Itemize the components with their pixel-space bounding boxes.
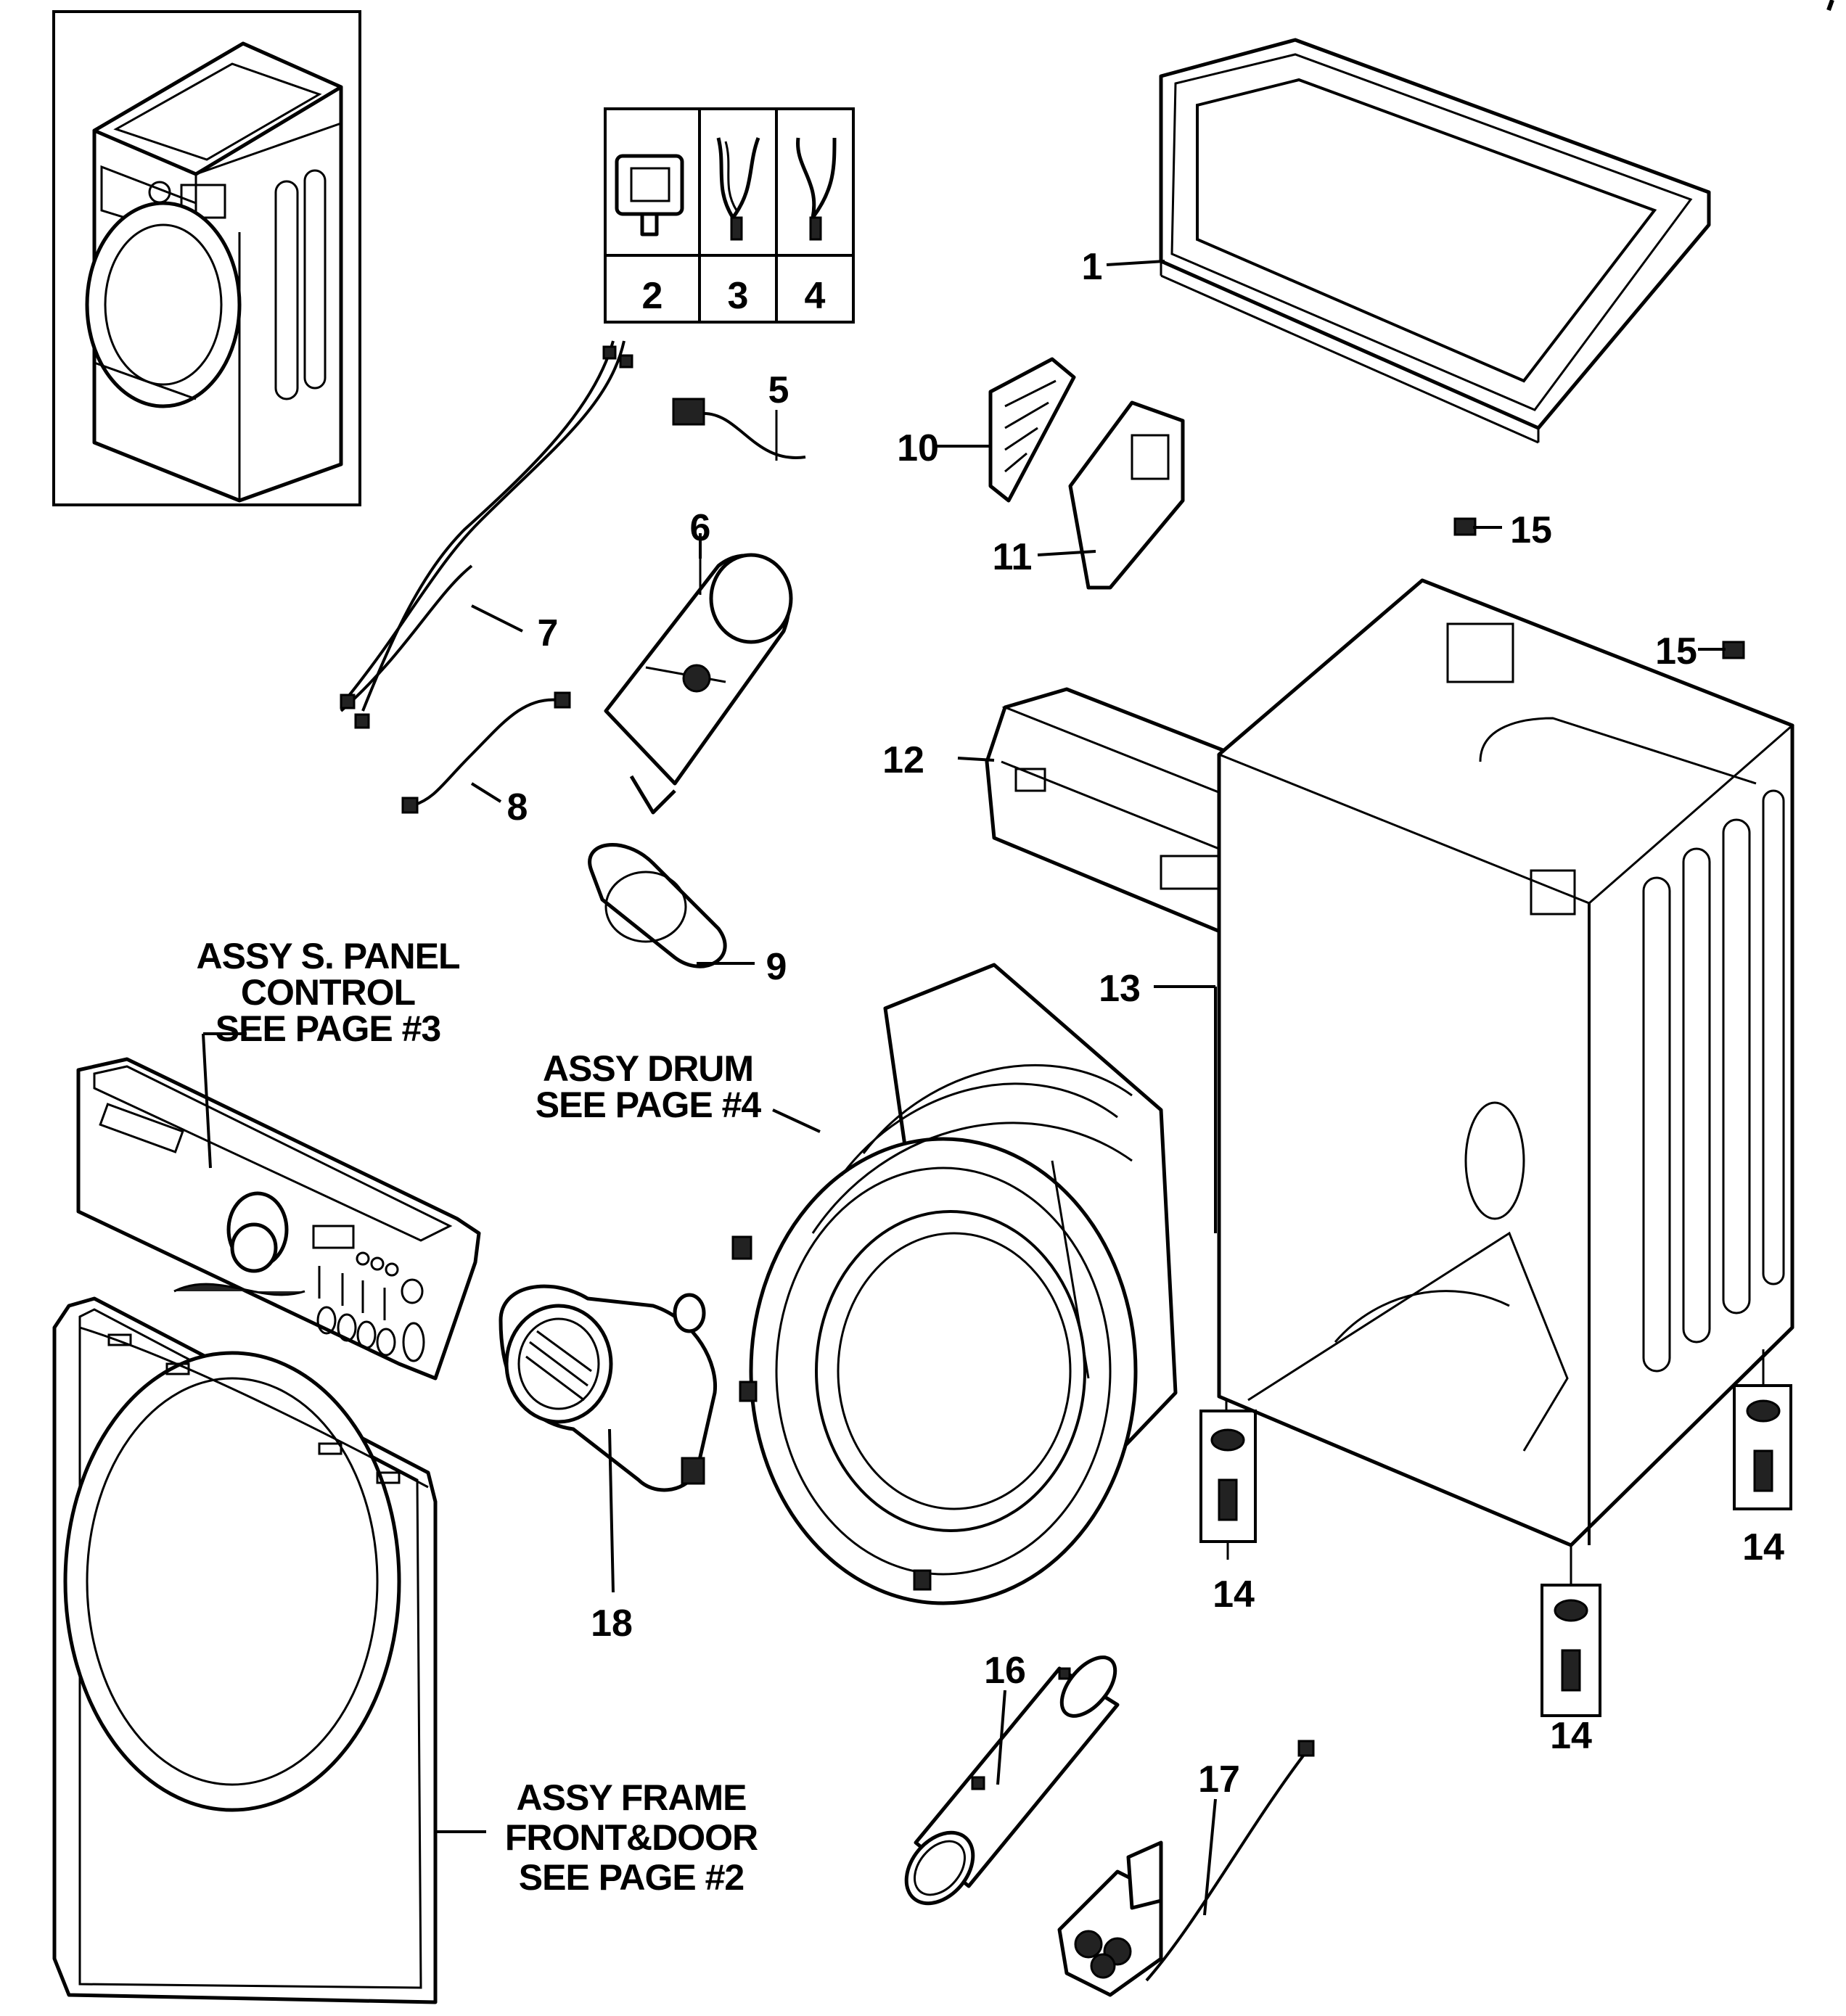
drum-assembly (731, 963, 1178, 1605)
rod-part-13 (1154, 985, 1217, 1233)
callout-18: 18 (591, 1602, 633, 1645)
heater-part-6 (604, 533, 793, 815)
drum-label-line1: ASSY DRUM (543, 1048, 753, 1089)
callout-14c: 14 (1742, 1526, 1784, 1568)
blower-part-18 (499, 1284, 718, 1593)
control-panel-assembly (76, 1057, 481, 1381)
callout-11: 11 (993, 536, 1033, 578)
overview-inset (52, 10, 361, 506)
duct-seal-part-9 (588, 843, 755, 968)
panel-label-line3: SEE PAGE #3 (216, 1008, 440, 1049)
callout-6: 6 (690, 507, 711, 549)
screw-part-15-right (1698, 641, 1745, 659)
leveling-foot-part-14-left (1199, 1400, 1257, 1560)
harness-part-7 (340, 340, 633, 729)
callout-1: 1 (1082, 246, 1103, 288)
frame-label-line3: SEE PAGE #2 (519, 1857, 744, 1898)
panel-leader (202, 1032, 247, 1169)
wire-clip-part-4 (796, 137, 837, 241)
filter-housing-part-11 (1037, 400, 1185, 590)
callout-8: 8 (507, 786, 528, 828)
bracket-part-2 (615, 154, 684, 236)
terminal-block-part-17 (1057, 1740, 1315, 1997)
callout-12: 12 (882, 739, 924, 781)
exhaust-tube-part-16 (904, 1655, 1120, 1906)
frame-label-line2: FRONT&DOOR (505, 1817, 758, 1858)
callout-10: 10 (897, 427, 939, 469)
sensor-part-8 (401, 691, 571, 814)
callout-16: 16 (984, 1650, 1026, 1692)
leveling-foot-part-14-mid (1541, 1545, 1601, 1717)
callout-15a: 15 (1510, 509, 1552, 551)
front-frame-assembly (52, 1296, 486, 2004)
frame-label-line1: ASSY FRAME (517, 1777, 747, 1818)
callout-17: 17 (1198, 1758, 1240, 1801)
callout-7: 7 (538, 612, 559, 654)
callout-5: 5 (768, 369, 789, 411)
callout-9: 9 (766, 946, 787, 988)
panel-label-line1: ASSY S. PANEL (196, 936, 459, 976)
cord-part-5 (672, 398, 806, 461)
callout-13: 13 (1099, 968, 1141, 1010)
filter-part-10 (936, 357, 1076, 503)
callout-2: 2 (642, 275, 663, 317)
cabinet-body (1217, 578, 1794, 1547)
overview-dryer-illustration (85, 41, 343, 503)
corner-mark (1826, 0, 1834, 12)
callout-3: 3 (728, 275, 749, 317)
kit-parts-box: 2 3 4 (604, 107, 855, 324)
wire-clip-part-3 (716, 137, 760, 241)
leveling-foot-part-14-right (1733, 1349, 1792, 1510)
callout-14a: 14 (1213, 1573, 1255, 1616)
screw-part-15-top (1453, 517, 1502, 536)
callout-15b: 15 (1655, 630, 1697, 672)
top-cover-part-1 (1106, 38, 1711, 444)
drum-label-line2: SEE PAGE #4 (536, 1085, 762, 1125)
callout-14b: 14 (1550, 1715, 1592, 1757)
panel-label-line2: CONTROL (241, 972, 415, 1013)
callout-4: 4 (805, 275, 826, 317)
